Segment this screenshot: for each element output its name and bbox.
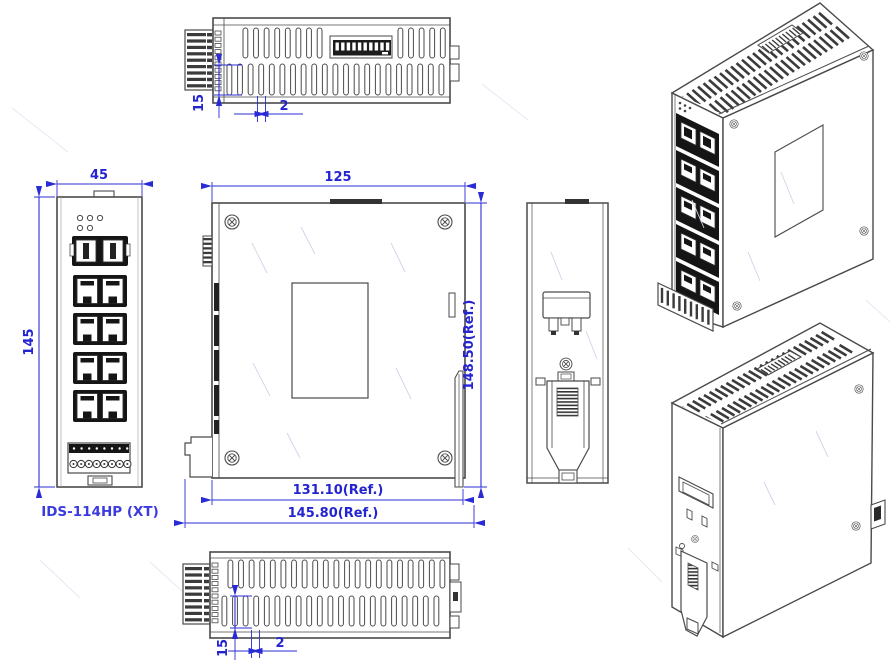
top-din-tab-2	[449, 63, 460, 82]
iso-front-side-face	[722, 48, 874, 329]
din-rail-clip	[535, 371, 601, 484]
sfp-port-pair	[69, 236, 131, 266]
power-terminal-block	[67, 442, 132, 474]
iso-front-terminal-block	[657, 282, 714, 332]
iso-front-ports	[676, 113, 719, 315]
top-vent-row-2	[226, 63, 445, 96]
top-din-tab-1	[449, 45, 460, 60]
iso-back-dip-recess	[755, 350, 803, 376]
dim-bottom-slot-length: 15	[216, 639, 231, 657]
iso-back-din-clip	[675, 546, 719, 637]
surface-texture	[251, 171, 829, 506]
top-view: 15 2	[184, 17, 460, 122]
status-leds	[76, 214, 104, 232]
front-view: 45 145 IDS-114HP (XT)	[22, 168, 159, 520]
dim-side-overall-ref: 145.80(Ref.)	[288, 506, 379, 521]
dim-front-height: 145	[22, 328, 37, 355]
dim-bottom-slot-width: 2	[275, 636, 284, 651]
model-label: IDS-114HP (XT)	[41, 504, 159, 520]
dim-front-width: 45	[90, 168, 108, 183]
bottom-din-tab-1	[449, 563, 460, 581]
background-texture	[11, 83, 891, 601]
side-din-ear	[448, 292, 456, 318]
iso-front-leds	[678, 101, 692, 113]
isometric-back-view	[670, 322, 886, 639]
iso-back-side-connector	[870, 499, 886, 530]
dim-side-height-ref: 148.50(Ref.)	[462, 300, 477, 391]
rj45-port-pairs	[73, 275, 127, 422]
iso-back-din-bracket	[678, 476, 714, 528]
side-view: 125 148.50(Ref.) 131.10(Ref.) 145.80(Ref…	[174, 170, 487, 528]
dip-switch	[329, 35, 393, 59]
bottom-view: 15 2	[182, 551, 462, 660]
side-panel-outline	[211, 202, 466, 479]
dim-top-slot-length: 15	[192, 94, 207, 112]
front-bottom-tab	[87, 475, 113, 486]
side-label-area	[291, 282, 369, 399]
iso-front-dip-recess	[757, 24, 804, 54]
side-ground-lug	[184, 436, 212, 478]
bottom-vent-row-1	[227, 559, 446, 589]
iso-back-side-face	[722, 351, 874, 639]
din-rail-bracket	[542, 291, 591, 335]
dim-side-depth-ref: 131.10(Ref.)	[293, 483, 384, 498]
back-view	[526, 199, 609, 484]
iso-front-label-area	[774, 124, 824, 238]
isometric-front-view	[657, 2, 875, 332]
top-vent-row-1	[242, 27, 446, 59]
dim-side-width: 125	[324, 170, 351, 185]
side-top-lip	[330, 199, 382, 204]
bottom-vent-row-2	[221, 595, 440, 627]
dim-top-slot-width: 2	[279, 99, 288, 114]
